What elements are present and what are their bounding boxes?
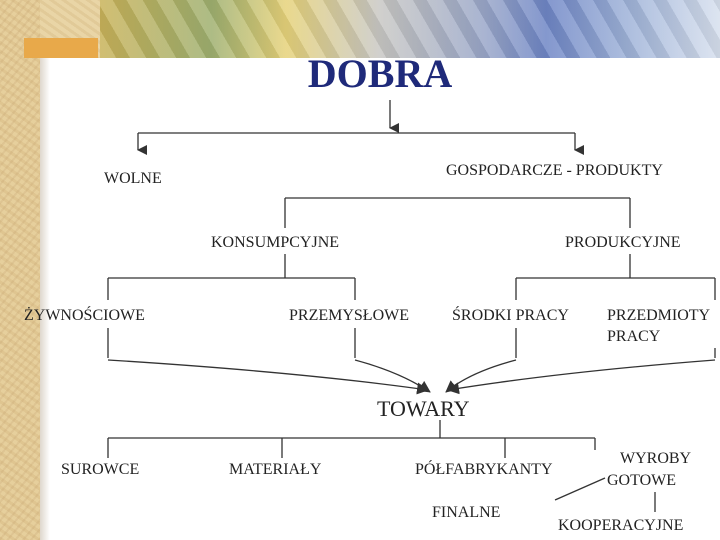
content-panel-shadow [40,58,50,540]
node-wyroby-line1: WYROBY [620,450,692,467]
orange-accent-bar [24,38,98,58]
node-zywnosciowe: ŻYWNOŚCIOWE [24,307,145,324]
node-gospodarcze: GOSPODARCZE - PRODUKTY [446,162,663,179]
node-finalne: FINALNE [432,504,501,521]
node-kooperacyjne: KOOPERACYJNE [558,517,684,534]
slide-title: DOBRA [307,51,453,96]
node-srodki-pracy: ŚRODKI PRACY [452,307,569,324]
node-przedmioty-line1: PRZEDMIOTY [607,307,711,324]
curve-przedmioty-towary [447,359,716,395]
node-przemyslowe: PRZEMYSŁOWE [289,307,409,324]
node-produkcyjne: PRODUKCYJNE [565,234,681,251]
curve-przemyslowe-towary [354,359,431,393]
decorative-banner-overlay [100,0,720,58]
node-materialy: MATERIAŁY [229,461,322,478]
node-wolne: WOLNE [104,170,162,187]
node-surowce: SUROWCE [61,461,140,478]
node-towary: TOWARY [377,396,470,421]
node-wyroby-line2: GOTOWE [607,472,677,489]
curve-srodki-towary [445,359,517,393]
curve-zywnosciowe-towary [107,359,429,395]
connector-wyroby-finalne [554,477,606,501]
node-polfabrykanty: PÓŁFABRYKANTY [415,461,553,478]
node-przedmioty-line2: PRACY [607,328,661,345]
content-panel [40,58,720,540]
parchment-texture-left [0,0,40,540]
decorative-banner-image [100,0,720,58]
node-konsumpcyjne: KONSUMPCYJNE [211,234,340,251]
